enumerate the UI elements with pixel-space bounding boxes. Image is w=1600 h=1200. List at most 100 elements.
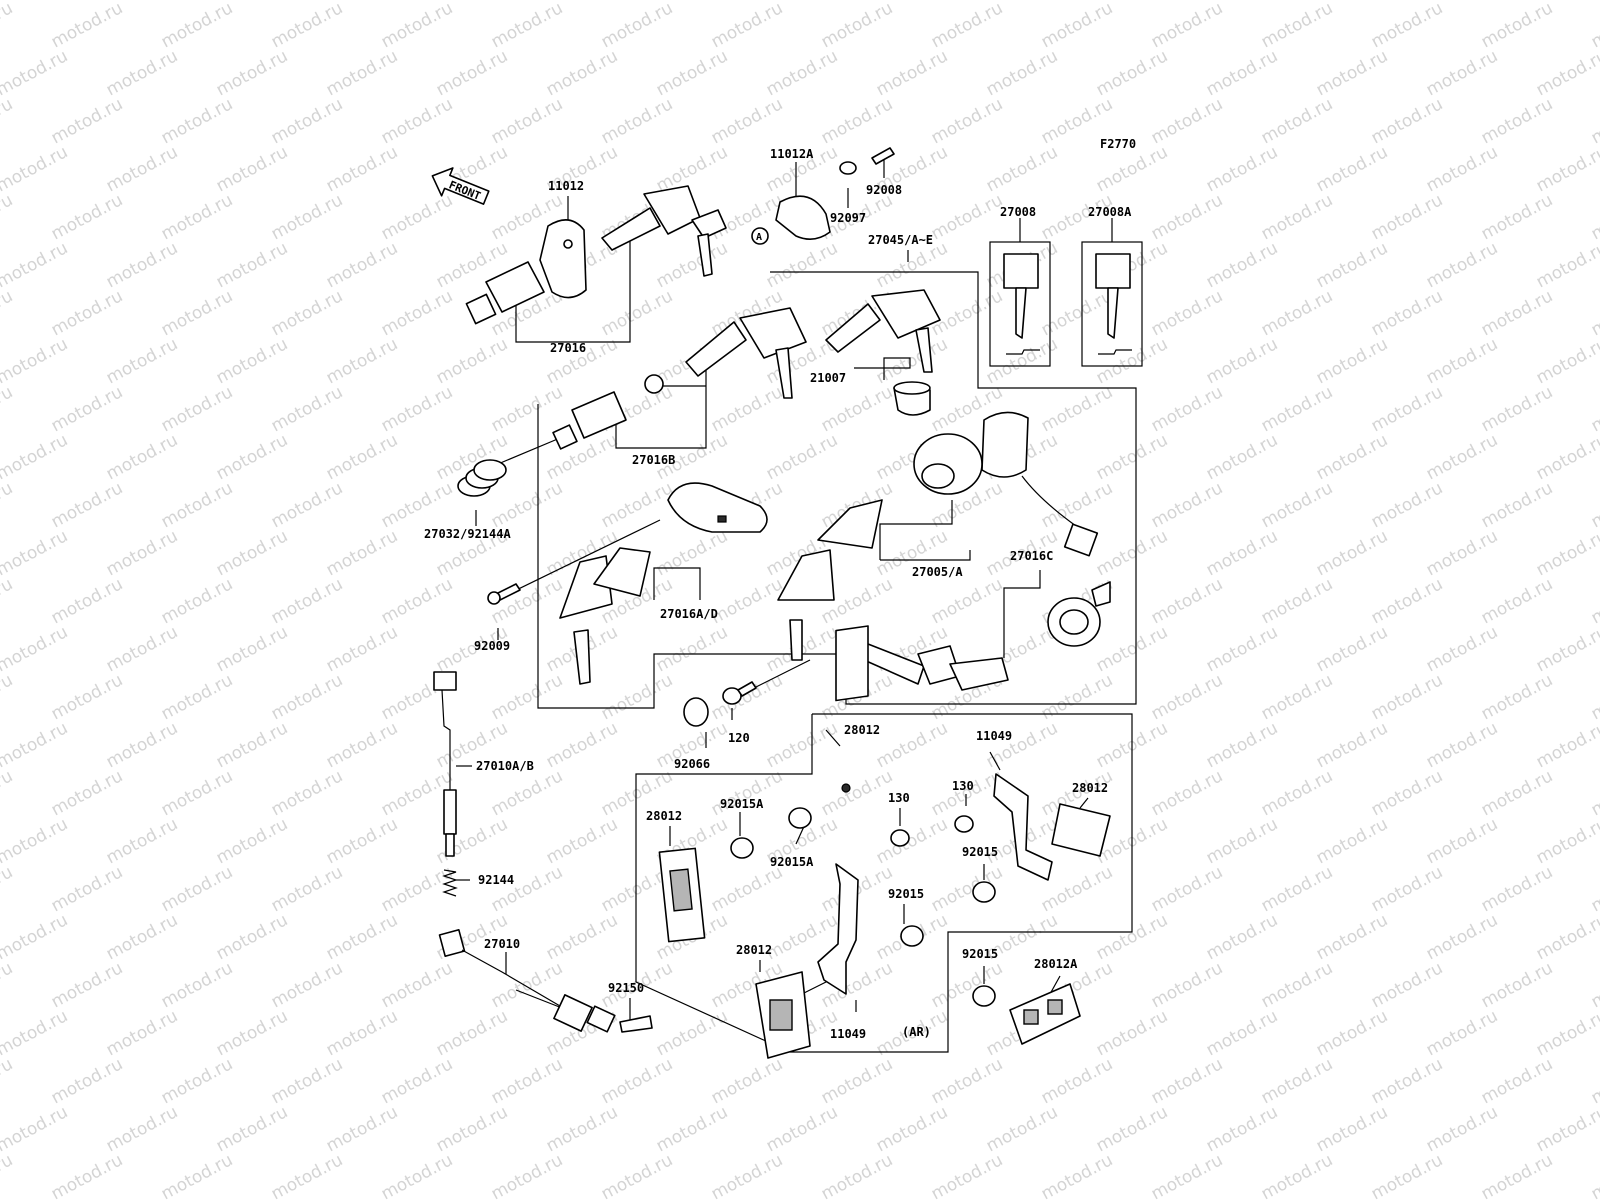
watermark-text: motod.ru xyxy=(818,382,896,436)
watermark-text: motod.ru xyxy=(323,910,401,964)
emblem-28012-bottom-part xyxy=(755,971,811,1059)
watermark-text: motod.ru xyxy=(763,238,841,292)
watermark-text: motod.ru xyxy=(1313,526,1391,580)
watermark-text: motod.ru xyxy=(1148,286,1226,340)
watermark-text: motod.ru xyxy=(323,334,401,388)
watermark-text: motod.ru xyxy=(0,0,71,4)
watermark-text: motod.ru xyxy=(1588,286,1600,340)
watermark-text: motod.ru xyxy=(213,910,291,964)
watermark-text: motod.ru xyxy=(378,0,456,52)
watermark-text: motod.ru xyxy=(268,862,346,916)
watermark-text: motod.ru xyxy=(1478,286,1556,340)
watermark-text: motod.ru xyxy=(0,430,71,484)
watermark-text: motod.ru xyxy=(488,478,566,532)
lock-cylinder-27016A-part xyxy=(667,482,768,533)
watermark-text: motod.ru xyxy=(873,1102,951,1156)
watermark-text: motod.ru xyxy=(1478,1150,1556,1200)
watermark-text: motod.ru xyxy=(1423,526,1501,580)
watermark-text: motod.ru xyxy=(1423,430,1501,484)
watermark-text: motod.ru xyxy=(653,622,731,676)
watermark-text: motod.ru xyxy=(323,238,401,292)
key-set-top-right-part xyxy=(825,289,941,373)
watermark-text: motod.ru xyxy=(488,670,566,724)
watermark-text: motod.ru xyxy=(48,670,126,724)
watermark-text: motod.ru xyxy=(1313,46,1391,100)
watermark-text: motod.ru xyxy=(1148,1150,1226,1200)
watermark-text: motod.ru xyxy=(0,958,16,1012)
watermark-text: motod.ru xyxy=(1258,670,1336,724)
watermark-text: motod.ru xyxy=(268,0,346,52)
label-27016: 27016 xyxy=(550,341,586,355)
watermark-text: motod.ru xyxy=(103,142,181,196)
label-27045: 27045/A~E xyxy=(868,233,933,247)
watermark-text: motod.ru xyxy=(213,430,291,484)
watermark-text: motod.ru xyxy=(1588,862,1600,916)
aside-label: (AR) xyxy=(902,1025,931,1039)
watermark-text: motod.ru xyxy=(103,238,181,292)
watermark-text: motod.ru xyxy=(1258,94,1336,148)
watermark-text: motod.ru xyxy=(268,766,346,820)
watermark-text: motod.ru xyxy=(1148,0,1226,52)
label-27010: 27010 xyxy=(484,937,520,951)
watermark-text: motod.ru xyxy=(103,910,181,964)
watermark-text: motod.ru xyxy=(1588,766,1600,820)
nuts-and-bolts-part xyxy=(730,807,996,1007)
watermark-text: motod.ru xyxy=(928,574,1006,628)
watermark-text: motod.ru xyxy=(213,1102,291,1156)
watermark-text: motod.ru xyxy=(1368,862,1446,916)
watermark-text: motod.ru xyxy=(598,0,676,52)
watermark-text: motod.ru xyxy=(1478,958,1556,1012)
screw-92009-part xyxy=(487,583,521,605)
watermark-text: motod.ru xyxy=(103,814,181,868)
watermark-text: motod.ru xyxy=(1203,46,1281,100)
emblem-28012-top-part xyxy=(835,625,869,793)
watermark-text: motod.ru xyxy=(158,574,236,628)
watermark-text: motod.ru xyxy=(158,1150,236,1200)
watermark-text: motod.ru xyxy=(213,334,291,388)
watermark-text: motod.ru xyxy=(1313,718,1391,772)
part-labels: 11012 11012A 92008 92097 27045/A~E 27008… xyxy=(424,147,1132,1041)
watermark-text: motod.ru xyxy=(268,1054,346,1108)
watermark-text: motod.ru xyxy=(1203,622,1281,676)
watermark-text: motod.ru xyxy=(268,382,346,436)
watermark-text: motod.ru xyxy=(1478,574,1556,628)
watermark-text: motod.ru xyxy=(48,1054,126,1108)
watermark-text: motod.ru xyxy=(213,1006,291,1060)
watermark-text: motod.ru xyxy=(873,334,951,388)
watermark-text: motod.ru xyxy=(1203,238,1281,292)
label-28012-right: 28012 xyxy=(1072,781,1108,795)
watermark-text: motod.ru xyxy=(1423,814,1501,868)
watermark-text: motod.ru xyxy=(433,46,511,100)
label-28012A: 28012A xyxy=(1034,957,1078,971)
watermark-text: motod.ru xyxy=(48,94,126,148)
watermark-text: motod.ru xyxy=(708,0,786,52)
label-27016B: 27016B xyxy=(632,453,675,467)
watermark-text: motod.ru xyxy=(1203,526,1281,580)
label-27016AD: 27016A/D xyxy=(660,607,718,621)
watermark-text: motod.ru xyxy=(543,1102,621,1156)
watermark-text: motod.ru xyxy=(818,766,896,820)
watermark-text: motod.ru xyxy=(1258,190,1336,244)
watermark-text: motod.ru xyxy=(598,94,676,148)
label-21007: 21007 xyxy=(810,371,846,385)
watermark-text: motod.ru xyxy=(1588,670,1600,724)
watermark-text: motod.ru xyxy=(488,382,566,436)
watermark-text: motod.ru xyxy=(158,478,236,532)
watermark-text: motod.ru xyxy=(928,1054,1006,1108)
watermark-text: motod.ru xyxy=(488,94,566,148)
watermark-text: motod.ru xyxy=(818,94,896,148)
watermark-text: motod.ru xyxy=(1423,142,1501,196)
watermark-text: motod.ru xyxy=(378,94,456,148)
watermark-text: motod.ru xyxy=(488,862,566,916)
spring-92144-part xyxy=(442,869,458,897)
bracket-11049-bottom-part xyxy=(817,863,859,995)
watermark-text: motod.ru xyxy=(1368,94,1446,148)
label-92015-middle: 92015 xyxy=(888,887,924,901)
watermark-text: motod.ru xyxy=(598,478,676,532)
watermark-text: motod.ru xyxy=(103,46,181,100)
watermark-text: motod.ru xyxy=(1148,190,1226,244)
watermark-text: motod.ru xyxy=(1423,46,1501,100)
watermark-text: motod.ru xyxy=(1423,718,1501,772)
watermark-text: motod.ru xyxy=(488,1054,566,1108)
watermark-text: motod.ru xyxy=(708,94,786,148)
